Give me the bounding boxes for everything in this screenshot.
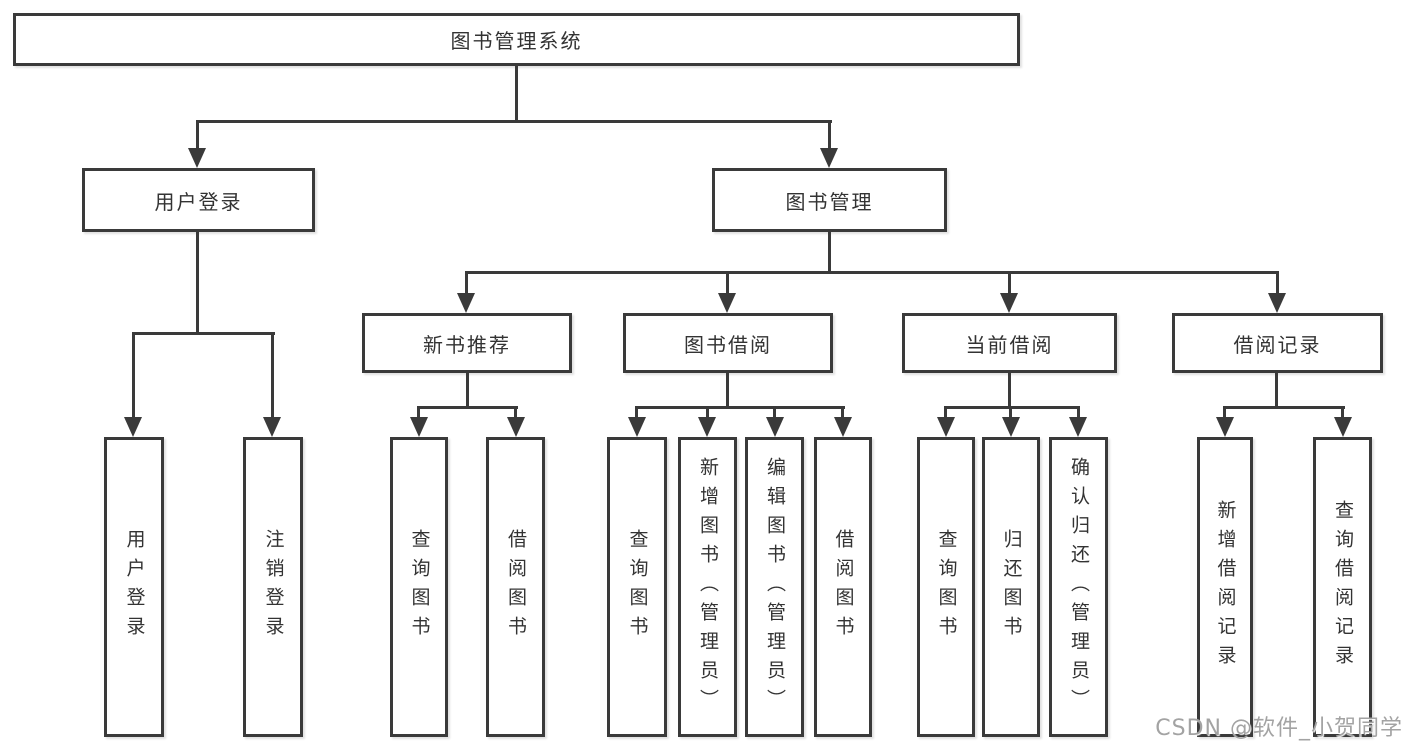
node-query-books-current: 查询图书: [917, 437, 975, 737]
arrow-to-add-books: [698, 417, 716, 437]
node-root-library-system: 图书管理系统: [13, 13, 1020, 66]
node-confirm-return-admin: 确认归还（管理员）: [1049, 437, 1108, 737]
arrow-to-borrow-books-b: [834, 417, 852, 437]
connector-stub-query-books-a: [417, 406, 420, 419]
connector-stub-query-books-c: [944, 406, 947, 419]
connector-stub-return-books: [1009, 406, 1012, 419]
arrow-to-current-borrowing: [1000, 293, 1018, 313]
connector-recommend-rail-line: [417, 406, 518, 409]
node-query-books-borrowing: 查询图书: [607, 437, 667, 737]
connector-borrowing-drop-line: [726, 373, 729, 409]
csdn-watermark: CSDN @软件_小贺同学: [1155, 716, 1403, 741]
arrow-to-borrow-books-a: [507, 417, 525, 437]
node-borrow-books-borrowing: 借阅图书: [814, 437, 872, 737]
connector-stub-leaf-logout: [271, 332, 274, 419]
node-new-book-recommend: 新书推荐: [362, 313, 572, 373]
node-book-borrowing: 图书借阅: [623, 313, 833, 373]
node-add-borrow-record: 新增借阅记录: [1197, 437, 1253, 737]
connector-user-login-rail-line: [132, 332, 275, 335]
connector-stub-add-books: [706, 406, 709, 419]
connector-stub-book-management: [828, 120, 831, 150]
connector-book-management-rail-line: [465, 271, 1279, 274]
arrow-to-user-login: [188, 148, 206, 168]
connector-current-rail-line: [944, 406, 1080, 409]
node-user-login: 用户登录: [82, 168, 315, 232]
node-leaf-logout: 注销登录: [243, 437, 303, 737]
connector-stub-confirm-return: [1077, 406, 1080, 419]
arrow-to-return-books: [1002, 417, 1020, 437]
arrow-to-query-books-c: [937, 417, 955, 437]
node-book-management: 图书管理: [712, 168, 947, 232]
connector-stub-edit-books: [773, 406, 776, 419]
connector-root-rail-line: [196, 120, 832, 123]
arrow-to-edit-books: [766, 417, 784, 437]
node-query-borrow-record: 查询借阅记录: [1313, 437, 1372, 737]
arrow-to-leaf-logout: [263, 417, 281, 437]
connector-stub-current-borrowing: [1008, 271, 1011, 295]
connector-stub-borrow-books-a: [514, 406, 517, 419]
node-edit-books-admin: 编辑图书（管理员）: [745, 437, 804, 737]
arrow-to-query-record: [1334, 417, 1352, 437]
connector-stub-user-login: [196, 120, 199, 150]
connector-book-management-drop-line: [828, 232, 831, 273]
node-query-books-recommend: 查询图书: [390, 437, 448, 737]
node-borrowing-records: 借阅记录: [1172, 313, 1383, 373]
connector-root-drop-line: [515, 64, 518, 122]
arrow-to-leaf-user-login: [124, 417, 142, 437]
arrow-to-book-borrowing: [718, 293, 736, 313]
arrow-to-new-book-recommend: [457, 293, 475, 313]
node-leaf-user-login: 用户登录: [104, 437, 164, 737]
connector-stub-borrowing-records: [1276, 271, 1279, 295]
connector-borrowing-rail-line: [635, 406, 845, 409]
connector-stub-query-books-b: [635, 406, 638, 419]
connector-stub-leaf-user-login: [132, 332, 135, 419]
arrow-to-borrowing-records: [1268, 293, 1286, 313]
connector-stub-add-record: [1223, 406, 1226, 419]
connector-stub-borrow-books-b: [841, 406, 844, 419]
connector-recommend-drop-line: [466, 373, 469, 409]
connector-records-drop-line: [1275, 373, 1278, 409]
arrow-to-add-record: [1216, 417, 1234, 437]
arrow-to-query-books-b: [628, 417, 646, 437]
node-add-books-admin: 新增图书（管理员）: [678, 437, 737, 737]
connector-stub-new-book-recommend: [465, 271, 468, 295]
arrow-to-confirm-return: [1069, 417, 1087, 437]
connector-stub-query-record: [1341, 406, 1344, 419]
connector-user-login-drop-line: [196, 232, 199, 335]
connector-records-rail-line: [1223, 406, 1345, 409]
node-current-borrowing: 当前借阅: [902, 313, 1117, 373]
connector-current-drop-line: [1008, 373, 1011, 409]
arrow-to-query-books-a: [410, 417, 428, 437]
node-borrow-books-recommend: 借阅图书: [486, 437, 545, 737]
node-return-books: 归还图书: [982, 437, 1040, 737]
arrow-to-book-management: [820, 148, 838, 168]
connector-stub-book-borrowing: [726, 271, 729, 295]
